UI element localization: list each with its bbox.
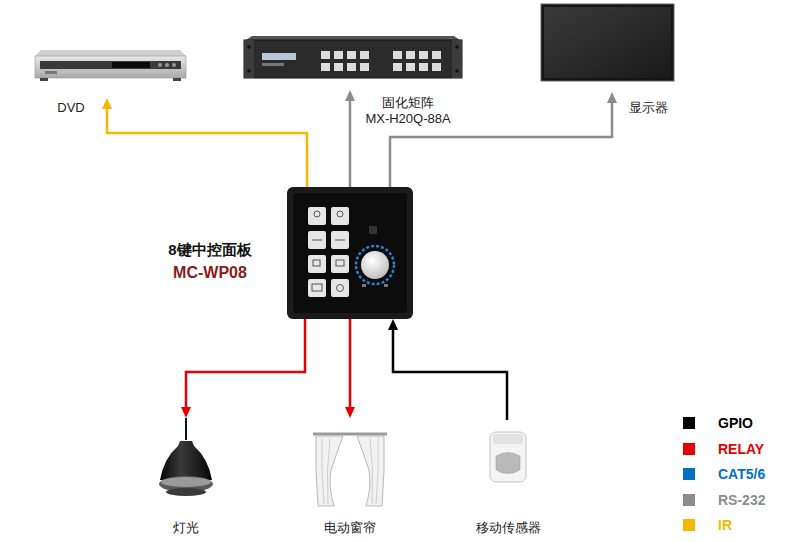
node-label: 电动窗帘 <box>310 520 390 536</box>
control-panel <box>287 187 413 319</box>
node-sublabel: MX-H20Q-88A <box>348 111 468 127</box>
matrix-node: 固化矩阵MX-H20Q-88A <box>244 38 462 90</box>
signal-connector <box>345 319 355 418</box>
arrow-head <box>102 98 112 109</box>
node-label: 移动传感器 <box>463 520 553 536</box>
curtain <box>313 434 387 506</box>
node-label: 固化矩阵 <box>348 95 468 111</box>
node-label: 灯光 <box>156 520 216 536</box>
connector-line <box>349 319 352 408</box>
display-node: 显示器 <box>541 4 674 92</box>
signal-connector <box>390 92 617 187</box>
matrix-switcher <box>244 36 462 78</box>
node-label: 显示器 <box>618 100 678 116</box>
legend-text: RS-232 <box>718 491 765 509</box>
legend-text: CAT5/6 <box>718 465 765 483</box>
pendant-lamp <box>159 418 213 496</box>
legend-swatch <box>683 468 695 480</box>
dvd-player <box>35 50 186 81</box>
connector-line <box>107 108 307 187</box>
arrow-head <box>388 319 398 330</box>
signal-connector <box>388 319 507 420</box>
node-label: 8键中控面板 <box>145 241 275 259</box>
panel-node: 8键中控面板MC-WP08 <box>287 187 413 319</box>
motion-sensor <box>490 432 526 482</box>
arrow-head <box>345 90 355 101</box>
legend-text: RELAY <box>718 440 764 458</box>
connector-line <box>393 329 507 420</box>
dvd-node: DVD <box>35 48 187 98</box>
signal-connector <box>102 98 307 187</box>
arrow-head <box>181 407 191 418</box>
lamp-node: 灯光 <box>155 418 217 502</box>
arrow-head <box>345 407 355 418</box>
legend-text: IR <box>718 516 732 534</box>
legend-swatch <box>683 443 695 455</box>
sensor-node: 移动传感器 <box>487 420 529 488</box>
arrow-head <box>607 92 617 103</box>
signal-connector <box>181 319 305 418</box>
legend-swatch <box>683 417 695 429</box>
curtain-node: 电动窗帘 <box>313 418 387 508</box>
node-sublabel: MC-WP08 <box>145 263 275 282</box>
display-screen <box>541 4 674 81</box>
signal-connector <box>345 90 355 187</box>
connector-line <box>186 319 305 408</box>
legend-text: GPIO <box>718 414 753 432</box>
legend-swatch <box>683 519 695 531</box>
legend-swatch <box>683 494 695 506</box>
connector-line <box>349 100 352 187</box>
node-label: DVD <box>53 100 89 116</box>
connector-line <box>390 102 612 187</box>
